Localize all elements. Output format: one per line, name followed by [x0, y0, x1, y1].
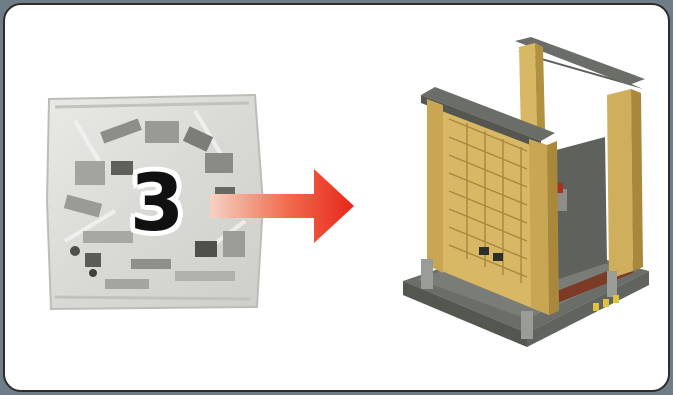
bag-number: 3 — [117, 161, 197, 247]
assembled-model-icon — [397, 33, 659, 349]
instruction-step-panel: 3 — [3, 3, 670, 392]
arrow-right-icon — [210, 169, 360, 243]
